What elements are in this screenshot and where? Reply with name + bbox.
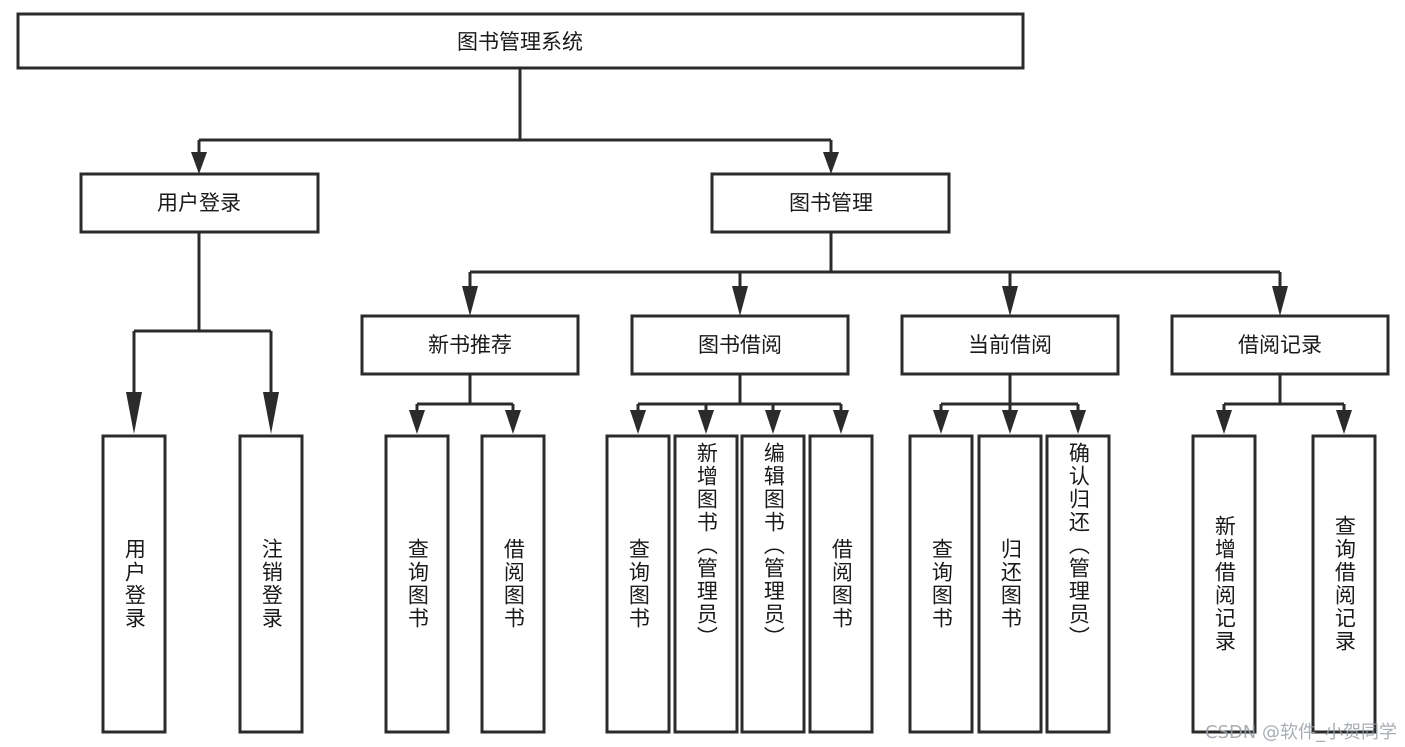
arrowhead-leaf-bb-2 (698, 410, 714, 434)
arrowhead-leaf-nb-2 (505, 410, 521, 434)
node-box-book-borrow[interactable] (630, 314, 850, 376)
arrowhead-leaf-cb-2 (1002, 410, 1018, 434)
arrowhead-current-borrow (1002, 286, 1018, 316)
watermark-text: CSDN @软件_小贺同学 (1204, 722, 1397, 743)
arrowhead-leaf-cb-3 (1070, 410, 1086, 434)
node-label-borrow-record: 借阅记录 (1238, 333, 1322, 357)
node-box-current-borrow[interactable] (900, 314, 1120, 376)
leaf-box-book-borrow-2[interactable] (673, 434, 739, 734)
arrowhead-leaf-cb-1 (933, 410, 949, 434)
leaf-box-book-borrow-1[interactable] (605, 434, 671, 734)
arrowhead-new-book (462, 286, 478, 316)
leaf-box-borrow-record-2[interactable] (1311, 434, 1377, 734)
leaf-box-current-borrow-2[interactable] (977, 434, 1043, 734)
node-label-user-login: 用户登录 (157, 191, 241, 215)
leaf-box-book-borrow-4[interactable] (808, 434, 874, 734)
arrowhead-leaf-user-login-2 (263, 392, 279, 434)
leaf-box-book-borrow-3[interactable] (740, 434, 806, 734)
node-label-book-borrow: 图书借阅 (698, 333, 782, 357)
node-box-user-login[interactable] (79, 172, 320, 234)
arrowhead-leaf-bb-4 (833, 410, 849, 434)
node-box-borrow-record[interactable] (1170, 314, 1390, 376)
arrowhead-leaf-br-2 (1336, 410, 1352, 434)
leaf-box-user-login-1[interactable] (101, 434, 167, 734)
arrowhead-leaf-bb-1 (630, 410, 646, 434)
arrowhead-leaf-br-1 (1216, 410, 1232, 434)
arrowhead-book-borrow (732, 286, 748, 316)
connector-layer (126, 68, 1352, 434)
arrowhead-user-login (191, 152, 207, 174)
node-label-book-manage: 图书管理 (789, 191, 873, 215)
node-label-current-borrow: 当前借阅 (968, 333, 1052, 357)
leaf-box-user-login-2[interactable] (238, 434, 304, 734)
node-label-new-book-recommend: 新书推荐 (428, 333, 512, 357)
leaf-box-current-borrow-1[interactable] (908, 434, 974, 734)
node-box-new-book-recommend[interactable] (360, 314, 580, 376)
arrowhead-leaf-user-login-1 (126, 392, 142, 434)
leaf-box-new-book-2[interactable] (480, 434, 546, 734)
node-layer: 图书管理系统 用户登录 图书管理 新书推荐 图书借阅 当前借阅 借阅记录 (16, 12, 1390, 734)
arrowhead-leaf-bb-3 (765, 410, 781, 434)
leaf-box-current-borrow-3[interactable] (1045, 434, 1111, 734)
arrowhead-leaf-nb-1 (409, 410, 425, 434)
arrowhead-borrow-record (1272, 286, 1288, 316)
node-label-root: 图书管理系统 (457, 30, 583, 54)
leaf-box-borrow-record-1[interactable] (1191, 434, 1257, 734)
node-box-root[interactable] (16, 12, 1025, 70)
leaf-box-new-book-1[interactable] (384, 434, 450, 734)
node-box-book-manage[interactable] (710, 172, 951, 234)
arrowhead-book-manage (823, 152, 839, 174)
